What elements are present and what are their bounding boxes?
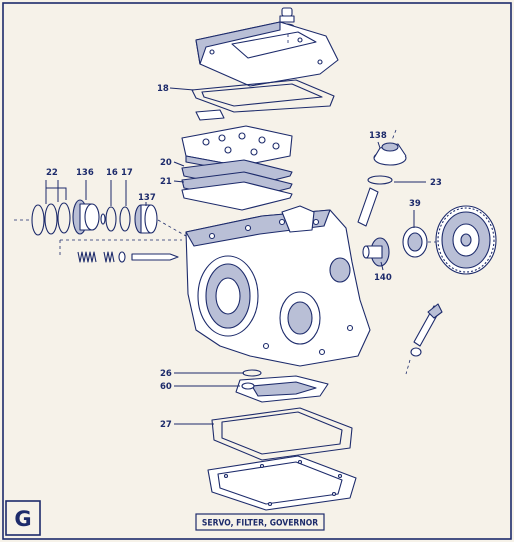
callout-137: 137 bbox=[138, 193, 156, 203]
servo-pin bbox=[131, 253, 179, 261]
callout-16: 16 bbox=[106, 168, 118, 178]
callout-26: 26 bbox=[160, 369, 172, 379]
servo-retainer bbox=[118, 251, 126, 263]
callout-21: 21 bbox=[160, 177, 172, 187]
filter-o-ring bbox=[242, 369, 262, 377]
servo-cover bbox=[134, 204, 158, 234]
callout-60: 60 bbox=[160, 382, 172, 392]
small-plate bbox=[195, 109, 225, 121]
cover-gasket bbox=[191, 79, 335, 113]
callout-22: 22 bbox=[46, 168, 58, 178]
output-seal bbox=[402, 226, 428, 258]
diagram-caption: SERVO, FILTER, GOVERNOR bbox=[202, 519, 318, 529]
callout-39: 39 bbox=[409, 199, 421, 209]
governor-shaft bbox=[357, 187, 379, 227]
callout-18: 18 bbox=[157, 84, 169, 94]
callout-23: 23 bbox=[430, 178, 442, 188]
servo-spring-2 bbox=[103, 251, 115, 263]
transmission-case bbox=[185, 205, 371, 367]
speedometer-sensor bbox=[410, 303, 443, 357]
servo-ring-17 bbox=[119, 206, 131, 232]
callout-140: 140 bbox=[374, 273, 392, 283]
torque-converter bbox=[435, 205, 497, 275]
servo-piston bbox=[72, 199, 100, 235]
oil-pan bbox=[207, 455, 357, 511]
cover-gasket-inner bbox=[201, 83, 323, 107]
servo-ring-16 bbox=[105, 206, 117, 232]
section-letter: G bbox=[14, 507, 31, 531]
oil-filter bbox=[235, 375, 329, 403]
pan-gasket bbox=[211, 407, 353, 461]
separator-plate-bottom bbox=[181, 181, 293, 211]
servo-washer bbox=[100, 213, 106, 225]
governor-cap bbox=[373, 142, 407, 166]
callout-20: 20 bbox=[160, 158, 172, 168]
governor-gear bbox=[362, 237, 390, 267]
governor-o-ring bbox=[367, 175, 393, 185]
callout-17: 17 bbox=[121, 168, 133, 178]
callout-136: 136 bbox=[76, 168, 94, 178]
pan-gasket-inner bbox=[221, 411, 343, 455]
servo-spring-1 bbox=[77, 251, 97, 263]
callout-27: 27 bbox=[160, 420, 172, 430]
section-letter-box bbox=[5, 500, 41, 536]
valve-body-cover bbox=[195, 21, 339, 87]
servo-seal-rings bbox=[31, 202, 71, 236]
callout-138: 138 bbox=[369, 131, 387, 141]
caption-box bbox=[195, 513, 325, 531]
